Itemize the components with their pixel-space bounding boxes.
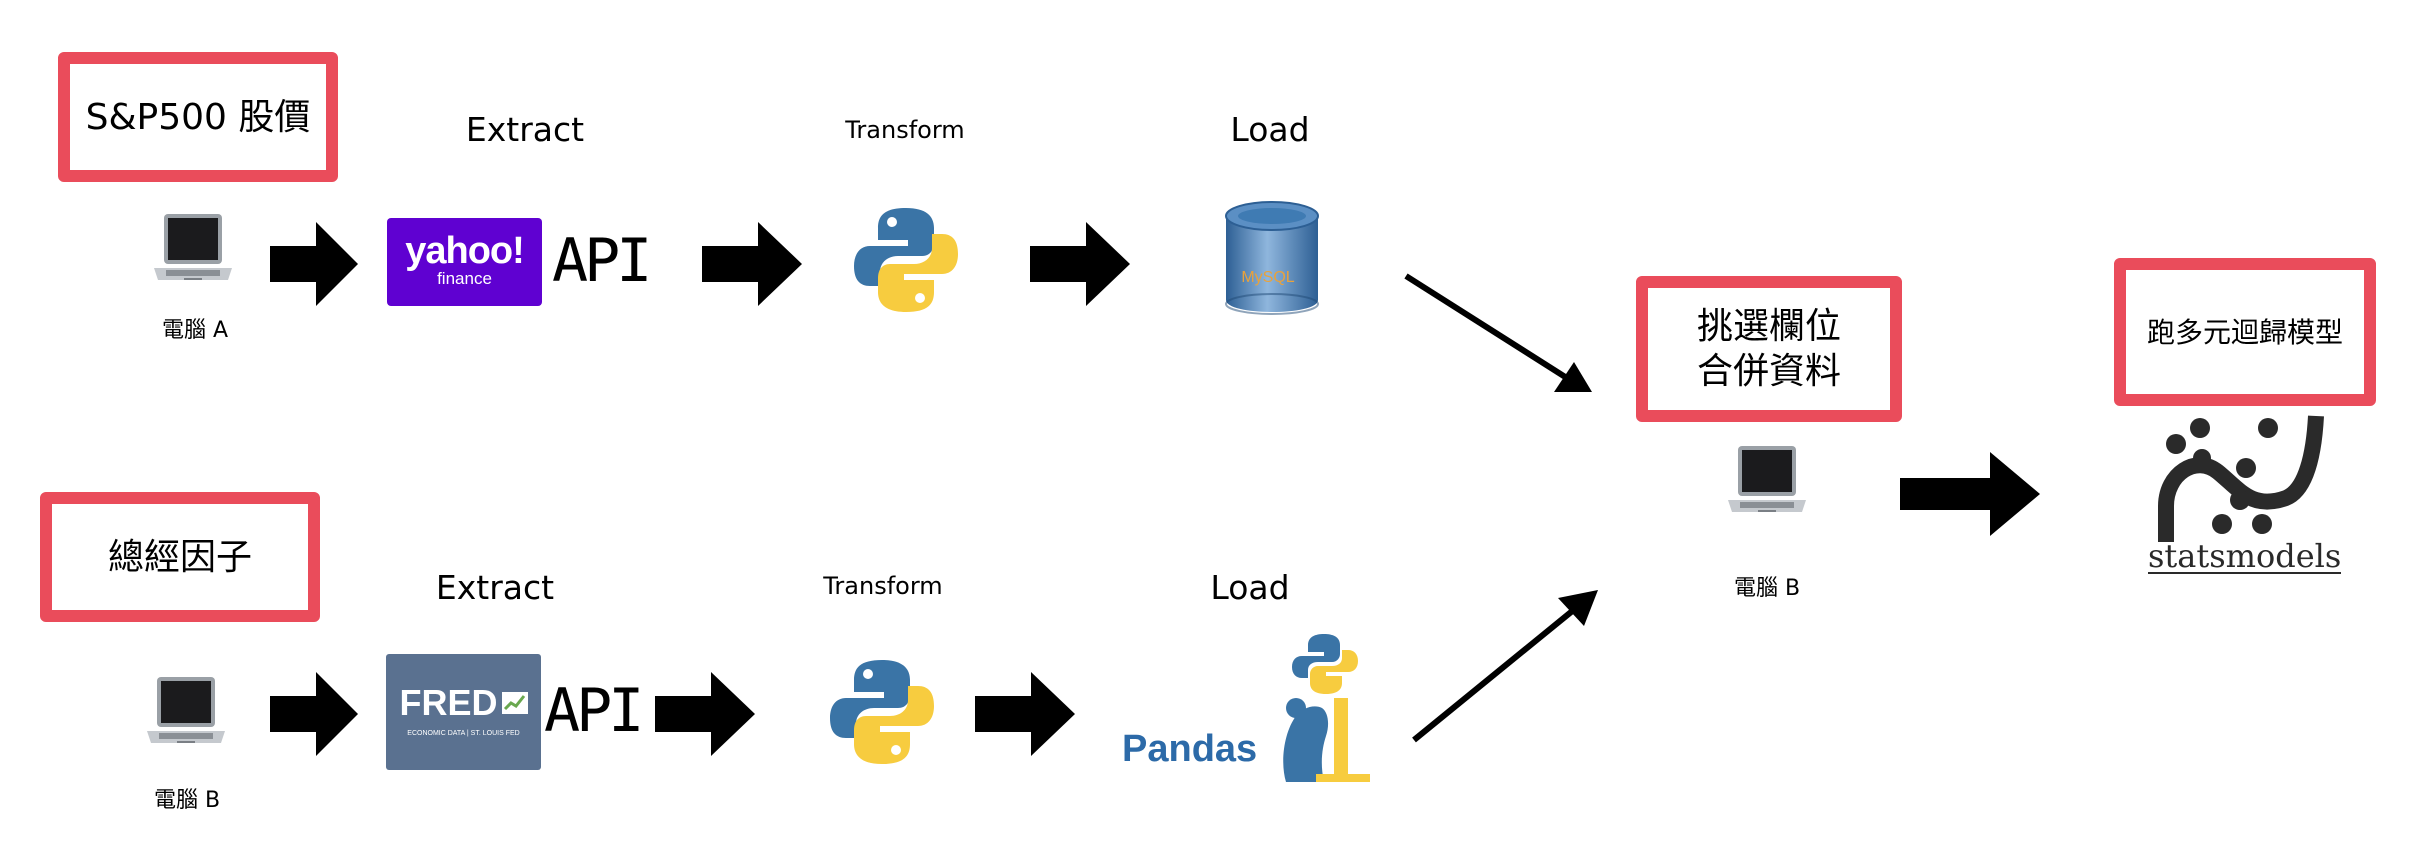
computer-a-caption: 電腦 A [161, 318, 229, 343]
arrow-right-icon [702, 222, 802, 306]
model-step-title: 跑多元迴歸模型 [2146, 315, 2343, 349]
python-logo-icon [830, 660, 934, 764]
fred-logo-text: FRED [399, 682, 498, 723]
python-logo-icon [854, 208, 958, 312]
arrow-right-icon [655, 672, 755, 756]
bottom-transform-label: Transform [823, 572, 943, 600]
laptop-b-icon [147, 677, 225, 743]
model-step-box: 跑多元迴歸模型 [2114, 258, 2376, 406]
bottom-api-label: API [544, 676, 644, 746]
laptop-a-icon [154, 214, 232, 280]
yahoo-logo-subtext: finance [437, 269, 492, 288]
computer-b-caption: 電腦 B [153, 788, 221, 813]
macro-factors-title: 總經因子 [107, 536, 252, 578]
merge-step-line1: 挑選欄位 [1696, 306, 1841, 347]
fred-logo: FRED ECONOMIC DATA | ST. LOUIS FED [386, 654, 541, 770]
top-transform-label: Transform [845, 116, 965, 144]
top-api-label: API [552, 226, 652, 296]
mysql-logo-text: MySQL [1241, 269, 1294, 286]
pandas-label: Pandas [1122, 728, 1258, 770]
fred-logo-subtext: ECONOMIC DATA | ST. LOUIS FED [407, 730, 520, 737]
arrow-right-icon [1030, 222, 1130, 306]
bottom-extract-label: Extract [435, 568, 555, 607]
yahoo-finance-logo: yahoo! finance [387, 218, 542, 306]
yahoo-logo-text: yahoo! [405, 230, 525, 272]
laptop-merge-icon [1728, 446, 1806, 512]
statsmodels-logo-icon [2158, 415, 2324, 542]
top-extract-label: Extract [465, 110, 585, 149]
merge-step-line2: 合併資料 [1696, 351, 1841, 392]
chart-trend-icon [501, 692, 528, 714]
sp500-title: S&P500 股價 [85, 96, 311, 138]
sp500-title-box: S&P500 股價 [58, 52, 338, 182]
arrow-right-icon [270, 222, 358, 306]
merge-step-box: 挑選欄位 合併資料 [1636, 276, 1902, 422]
top-load-label: Load [1230, 110, 1310, 149]
arrow-right-icon [1900, 452, 2040, 536]
arrow-diagonal-down-icon [1404, 273, 1592, 392]
bottom-load-label: Load [1210, 568, 1290, 607]
arrow-diagonal-up-icon [1412, 590, 1598, 743]
merge-computer-caption: 電腦 B [1733, 576, 1801, 601]
mysql-database-icon: MySQL [1225, 201, 1319, 315]
statsmodels-label: statsmodels [2148, 537, 2342, 575]
arrow-right-icon [975, 672, 1075, 756]
arrow-right-icon [270, 672, 358, 756]
pandas-bear-icon [1283, 634, 1370, 782]
macro-factors-title-box: 總經因子 [40, 492, 320, 622]
